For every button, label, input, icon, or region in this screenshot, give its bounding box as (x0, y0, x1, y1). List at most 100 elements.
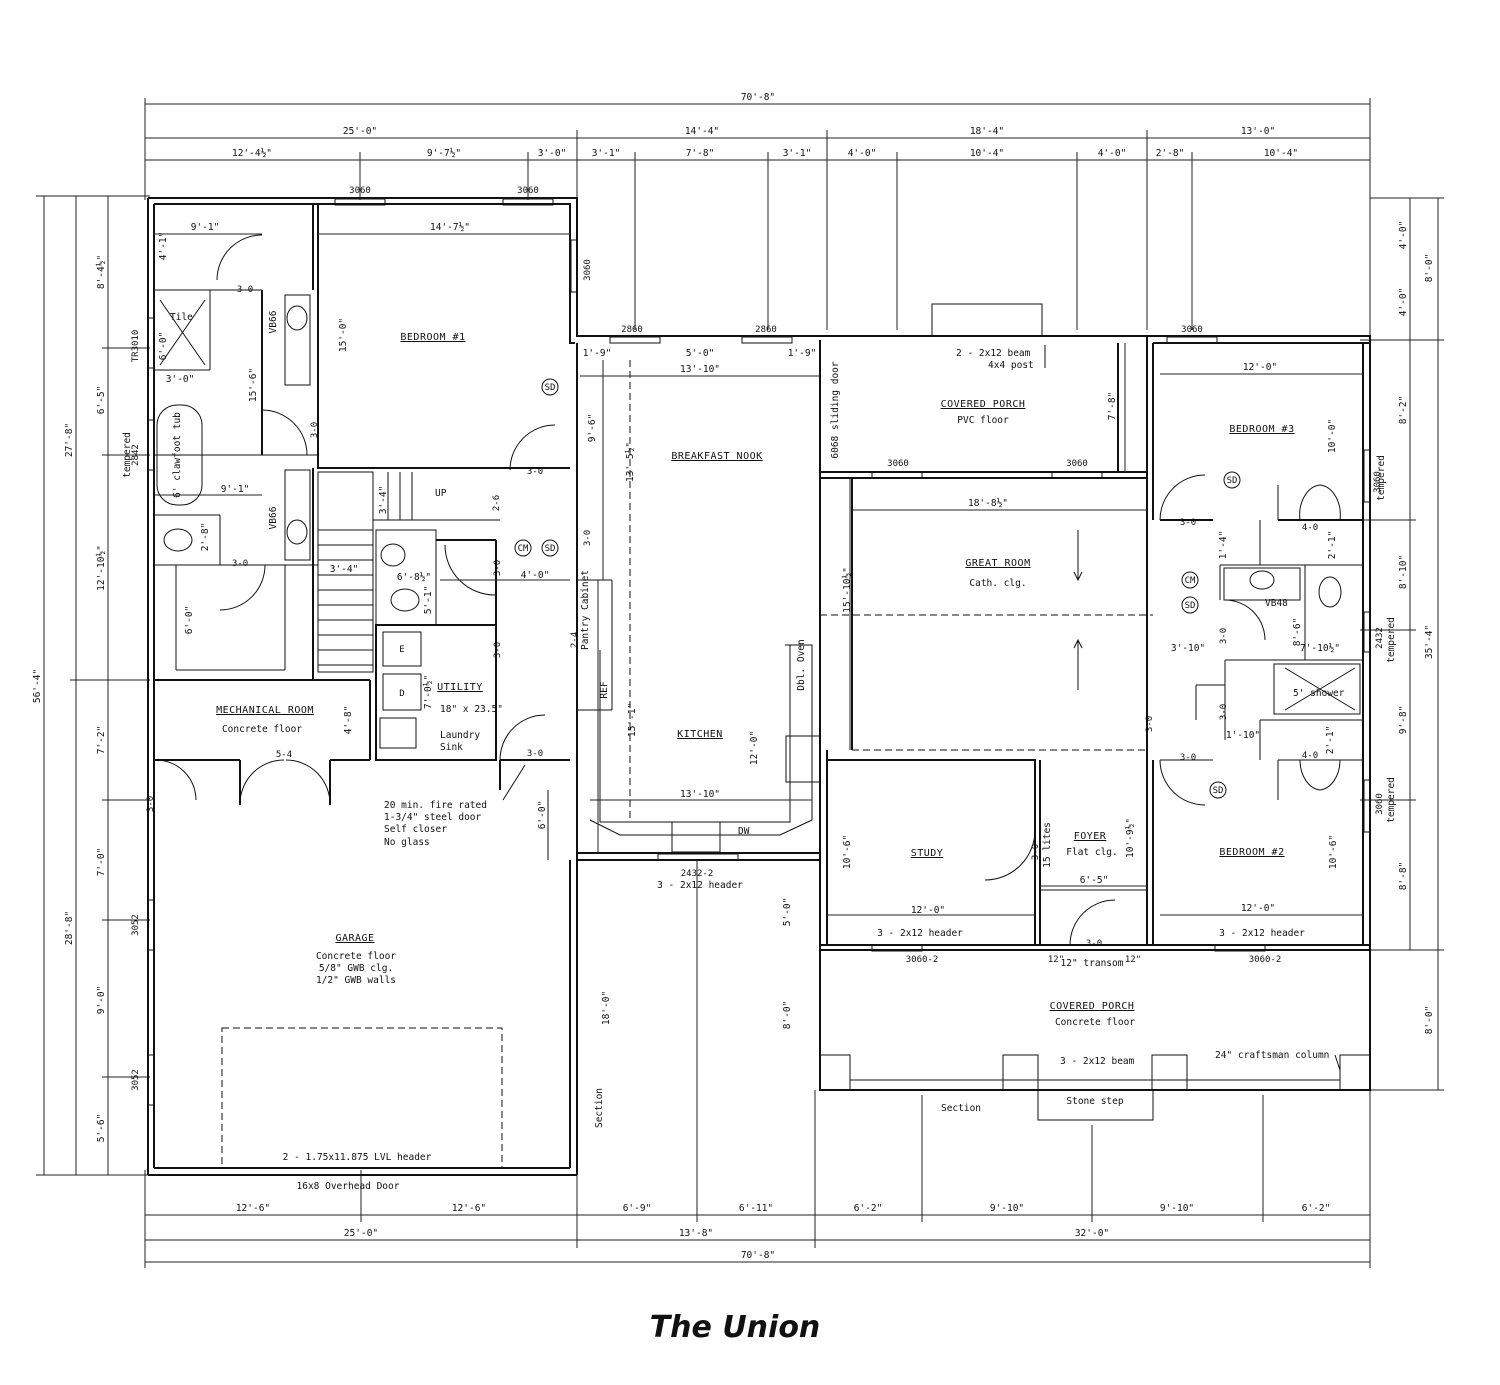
door-label: 3-0 (1086, 939, 1102, 949)
room-bedroom-1: BEDROOM #1 (400, 332, 465, 343)
dim-interior: 4'-0" (521, 570, 550, 581)
window (1363, 779, 1371, 833)
dim-interior: 15'-1" (627, 703, 638, 737)
window (1363, 449, 1371, 503)
great-room-ceiling-note: Cath. clg. (969, 578, 1026, 589)
window (1051, 471, 1103, 479)
laundry-sink-icon (379, 717, 417, 749)
fire-door-note: No glass (384, 837, 430, 848)
window-label: 3060 (517, 186, 539, 196)
tag-label: SD (545, 383, 556, 393)
door-label: 5-4 (276, 750, 292, 760)
dim-interior: 6'-5" (1080, 875, 1109, 886)
sliding-door-note: 6068 sliding door (830, 361, 841, 459)
dim-interior: 2'-1" (1325, 726, 1336, 755)
door-labels: 3-0 3-0 3-0 3-0 3-0 3-0 3-0 3-0 3-0 3-0 … (146, 285, 1318, 949)
room-breakfast-nook: BREAKFAST NOOK (671, 451, 762, 462)
exterior-walls (147, 197, 1371, 1176)
window (502, 198, 554, 206)
smoke-detector-icon (541, 378, 559, 396)
window (1214, 944, 1266, 952)
dim-top-r2: 14'-4" (685, 126, 719, 137)
window-label: 2432-2 (681, 869, 714, 879)
dim-top-r3: 3'-1" (592, 148, 621, 159)
dim-right-r2: 8'-10" (1398, 555, 1409, 589)
dim-top-r3: 2'-8" (1156, 148, 1185, 159)
dim-interior: 12'-0" (1243, 362, 1277, 373)
lites-note: 15 lites (1042, 822, 1053, 868)
door-label: 3-0 (1031, 844, 1041, 860)
dim-interior: 7'-0½" (423, 675, 434, 709)
dim-interior: 10'-6" (842, 835, 853, 869)
shower-note: 5' shower (1293, 688, 1345, 699)
smoke-detector-icon (541, 539, 559, 557)
plan-title: The Union (650, 1310, 821, 1345)
refrigerator-note: REF (599, 681, 610, 698)
tag-label: CM (1185, 576, 1196, 586)
room-labels: BEDROOM #1 BREAKFAST NOOK KITCHEN COVERE… (216, 332, 1294, 1028)
window (657, 853, 739, 861)
dim-bot-r1: 6'-2" (1302, 1203, 1331, 1214)
beam-note: 2 - 2x12 beam (956, 348, 1031, 359)
dim-interior: 5'-0" (686, 348, 715, 359)
dim-interior: 9'-1" (221, 484, 250, 495)
dim-left-r2: 28'-8" (64, 911, 75, 945)
dim-left-r3: 7'-2" (96, 726, 107, 755)
dim-interior: 6'-0" (158, 332, 169, 361)
window (147, 1054, 155, 1106)
pantry-note: Pantry Cabinet (580, 570, 591, 650)
window-label: 3052 (131, 1069, 141, 1091)
tag-label: SD (1213, 786, 1224, 796)
door-label: 3-0 (1219, 628, 1229, 644)
kitchen-header-note: 3 - 2x12 header (657, 880, 743, 891)
dim-interior: 2'-1" (1327, 531, 1338, 560)
dim-interior: 18'-8½" (968, 498, 1008, 509)
dim-interior: 1'-9" (788, 348, 817, 359)
door-label: 3-0 (232, 559, 248, 569)
fire-door-note: 20 min. fire rated (384, 800, 487, 811)
window-label: 3060 (349, 186, 371, 196)
room-foyer: FOYER (1074, 831, 1107, 842)
room-covered-porch-bottom: COVERED PORCH (1050, 1001, 1135, 1012)
porch-top-floor-note: PVC floor (957, 415, 1009, 426)
interior-dimension-text: 9'-1" 14'-7½" 4'-1" 6'-0" 3'-0" 15'-0" 1… (158, 222, 1340, 1029)
top-dimension-text: 70'-8" 25'-0" 14'-4" 18'-4" 13'-0" 12'-4… (232, 92, 1298, 159)
interior-dimension-lines (154, 233, 1363, 916)
section-note: Section (941, 1103, 981, 1114)
dim-right-r2: 8'-8" (1398, 862, 1409, 891)
dim-top-r3: 4'-0" (848, 148, 877, 159)
dryer-icon (382, 673, 422, 711)
dim-interior: 7'-10½" (1300, 643, 1340, 654)
window (147, 419, 155, 471)
cooktop-icon (785, 735, 821, 783)
stone-step-note: Stone step (1066, 1096, 1123, 1107)
window-label: 3060-2 (906, 955, 939, 965)
stair-up-note: UP (435, 488, 447, 499)
window (871, 944, 923, 952)
post-note: 4x4 post (988, 360, 1034, 371)
dim-interior: 3'-4" (378, 486, 389, 515)
dim-interior: 12'-0" (1241, 903, 1275, 914)
ceiling-arrows (502, 345, 1341, 1071)
room-bedroom-2: BEDROOM #2 (1219, 847, 1284, 858)
dim-top-r3: 9'-7½" (427, 148, 461, 159)
dim-interior: 13'-10" (680, 789, 720, 800)
garage-note: Concrete floor (316, 951, 396, 962)
dim-interior: 5'-0" (782, 898, 793, 927)
dim-right-r2: 8'-2" (1398, 396, 1409, 425)
dim-top-total: 70'-8" (741, 92, 775, 103)
window (334, 198, 386, 206)
dim-top-r3: 3'-0" (538, 148, 567, 159)
dim-top-r2: 25'-0" (343, 126, 377, 137)
door-label: 2-4 (570, 632, 580, 648)
window (1363, 611, 1371, 653)
dim-interior: 10'-0" (1327, 419, 1338, 453)
window-label: 3060-2 (1249, 955, 1282, 965)
room-utility: UTILITY (437, 682, 483, 693)
misc-label: 12" (1048, 955, 1064, 965)
dim-interior: 15'-6" (248, 368, 259, 402)
door-label: 3-0 (527, 749, 543, 759)
window-label: 2432 (1375, 627, 1385, 649)
door-label: 3-0 (1145, 716, 1155, 732)
